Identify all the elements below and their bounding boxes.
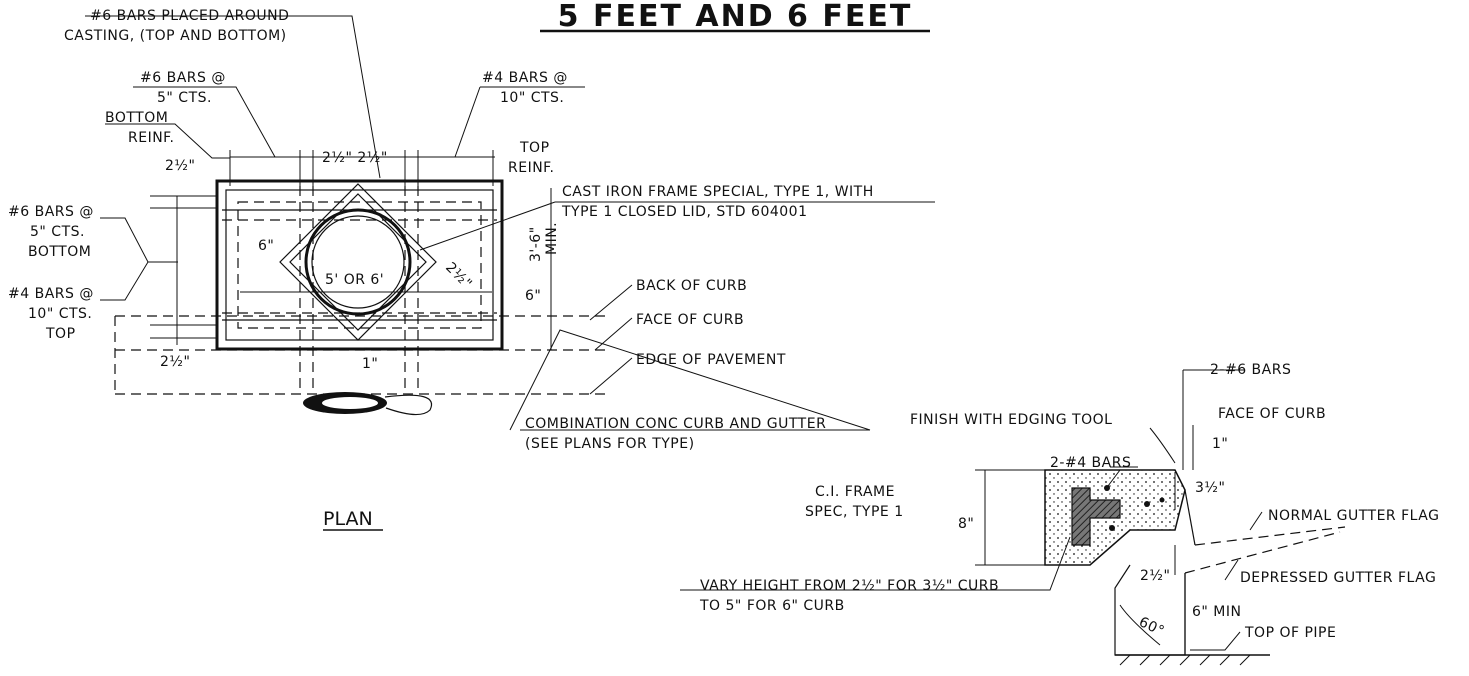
label-combo-1: COMBINATION CONC CURB AND GUTTER: [525, 416, 826, 432]
label-bottom-reinf-1: BOTTOM: [105, 110, 168, 126]
reinf-outline-inner: [237, 201, 482, 329]
label-top-of-pipe: TOP OF PIPE: [1244, 625, 1336, 641]
label-b6-at-2: 5" CTS.: [157, 90, 212, 106]
label-vary-height-2: TO 5" FOR 6" CURB: [699, 598, 845, 614]
label-back-of-curb: BACK OF CURB: [636, 278, 747, 294]
diamond-bar-inner: [289, 193, 427, 331]
leader-edge-pavement: [589, 357, 633, 395]
label-section-face-of-curb: FACE OF CURB: [1218, 406, 1326, 422]
label-dim-2half-bottom: 2½": [160, 354, 190, 370]
pipe-outlet-curve: [384, 394, 433, 416]
ground-hatch: [1119, 654, 1251, 666]
leader-face-curb: [594, 317, 633, 351]
label-section-2-4-bars: 2-#4 BARS: [1050, 455, 1131, 471]
label-cast-iron-2: TYPE 1 CLOSED LID, STD 604001: [561, 204, 807, 220]
label-section-2-6-bars: 2-#6 BARS: [1210, 362, 1291, 378]
label-left-b6-1: #6 BARS @: [8, 204, 94, 220]
label-section-dim-1: 1": [1212, 436, 1228, 452]
label-b4-at-1: #4 BARS @: [482, 70, 568, 86]
label-b4-at-2: 10" CTS.: [500, 90, 564, 106]
section-view: 2-#6 BARS FINISH WITH EDGING TOOL FACE O…: [680, 362, 1439, 666]
label-edge-of-pavement: EDGE OF PAVEMENT: [636, 352, 786, 368]
label-dim-3-6: 3'-6": [528, 226, 544, 262]
label-section-dim-3half: 3½": [1195, 480, 1225, 496]
label-dim-2half-top: 2½": [165, 158, 195, 174]
label-top-reinf-1: TOP: [519, 140, 550, 156]
pipe-outlet-inner: [322, 397, 378, 409]
label-left-b6-3: BOTTOM: [28, 244, 91, 260]
label-finish-edging: FINISH WITH EDGING TOOL: [910, 412, 1112, 428]
leader-cast-iron: [419, 201, 556, 251]
label-left-b4-1: #4 BARS @: [8, 286, 94, 302]
diamond-bar-outer: [279, 183, 437, 341]
plan-caption: PLAN: [323, 508, 373, 530]
depressed-gutter-flag: [1184, 531, 1341, 574]
label-dim-5or6: 5' OR 6': [325, 272, 384, 288]
ci-frame-section: [1071, 487, 1121, 546]
casting-frame-inner: [311, 215, 405, 309]
normal-gutter-flag: [1194, 526, 1346, 546]
reinf-outline-outer: [225, 189, 494, 341]
label-ci-frame-2: SPEC, TYPE 1: [805, 504, 904, 520]
slab-outline: [215, 179, 504, 351]
label-top-reinf-2: REINF.: [508, 160, 554, 176]
label-b6-at-1: #6 BARS @: [140, 70, 226, 86]
plan-view: #6 BARS PLACED AROUND CASTING, (TOP AND …: [8, 8, 935, 531]
leader-left-bars: [100, 217, 149, 301]
label-angle-60: 60°: [1136, 614, 1167, 640]
leader-bottom-reinf: [105, 123, 230, 159]
curb-face: [1184, 489, 1196, 546]
label-dim-1: 1": [362, 356, 378, 372]
label-bottom-reinf-2: REINF.: [128, 130, 174, 146]
leader-combo: [509, 329, 871, 431]
label-cast-iron-1: CAST IRON FRAME SPECIAL, TYPE 1, WITH: [562, 184, 874, 200]
label-dim-2half-2half: 2½" 2½": [322, 150, 388, 166]
label-section-dim-8: 8": [958, 516, 974, 532]
label-normal-gutter-flag: NORMAL GUTTER FLAG: [1268, 508, 1439, 524]
drawing-title: 5 FEET AND 6 FEET: [558, 0, 913, 34]
label-dim-min: MIN.: [544, 222, 560, 255]
label-section-dim-2half: 2½": [1140, 568, 1170, 584]
leader-vary: [680, 536, 1071, 591]
leader-b4-top: [454, 86, 481, 158]
leader-finish: [1149, 427, 1176, 464]
label-left-b4-3: TOP: [45, 326, 76, 342]
label-vary-height-1: VARY HEIGHT FROM 2½" FOR 3½" CURB: [700, 578, 999, 594]
label-section-dim-6-min: 6" MIN: [1192, 604, 1241, 620]
label-dim-6-left: 6": [258, 238, 274, 254]
label-left-b6-2: 5" CTS.: [30, 224, 85, 240]
label-depressed-gutter-flag: DEPRESSED GUTTER FLAG: [1240, 570, 1436, 586]
label-left-b4-2: 10" CTS.: [28, 306, 92, 322]
leader-top-of-pipe: [1190, 631, 1241, 651]
label-bars-around-1: #6 BARS PLACED AROUND: [90, 8, 289, 24]
leader-b6-top: [133, 86, 276, 158]
leader-back-curb: [589, 284, 633, 321]
label-ci-frame-1: C.I. FRAME: [815, 484, 895, 500]
label-face-of-curb: FACE OF CURB: [636, 312, 744, 328]
leader-bars-around: [85, 15, 381, 179]
label-dim-6-right: 6": [525, 288, 541, 304]
label-bars-around-2: CASTING, (TOP AND BOTTOM): [64, 28, 287, 44]
casting-frame-outer: [304, 208, 412, 316]
label-combo-2: (SEE PLANS FOR TYPE): [525, 436, 695, 452]
label-dim-2half-diag: 2½": [442, 260, 475, 293]
